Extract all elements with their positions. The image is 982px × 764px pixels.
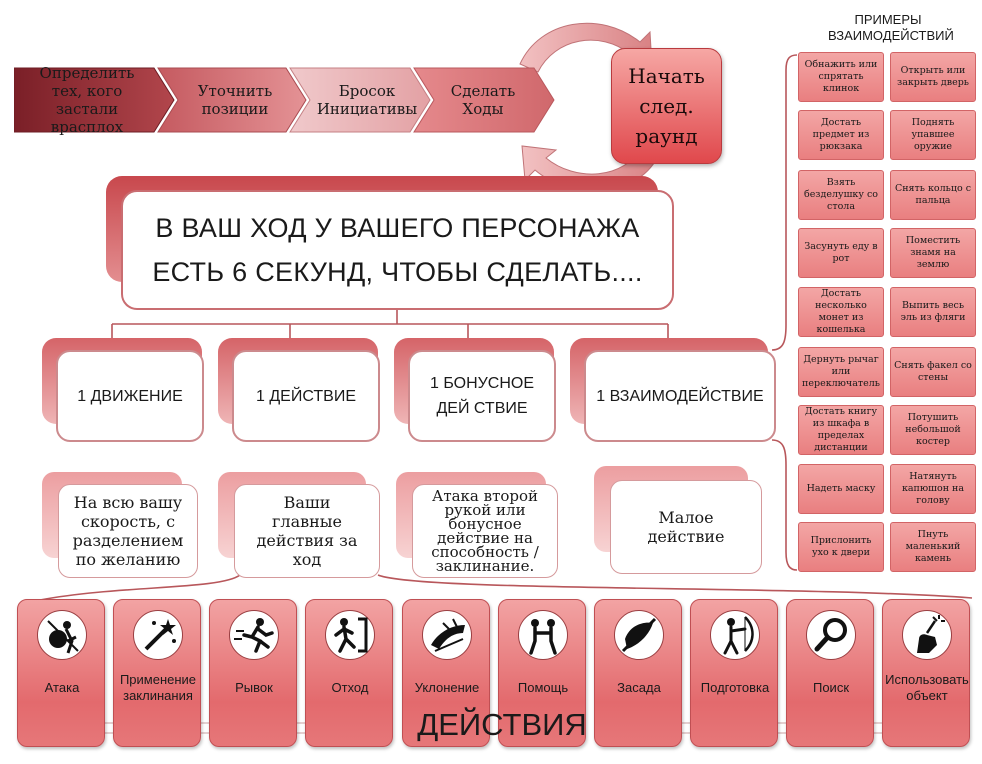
- example-item: Поднять упавшее оружие: [890, 110, 976, 160]
- actions-title: ДЕЙСТВИЯ: [417, 707, 587, 742]
- description-movement: На всю вашу скорость, с разделением по ж…: [58, 484, 198, 578]
- example-item: Выпить весь эль из фляги: [890, 287, 976, 337]
- round-step-initiative: Бросок Инициативы: [307, 68, 427, 132]
- action-card: Поиск: [786, 599, 874, 747]
- attack-icon: [37, 610, 87, 660]
- category-title: 1 ДЕЙСТВИЕ: [256, 387, 356, 405]
- category-title: 1 БОНУСНОЕ ДЕЙ СТВИЕ: [429, 375, 535, 417]
- example-item: Надеть маску: [798, 464, 884, 514]
- action-card: Использовать объект: [882, 599, 970, 747]
- action-card: Подготовка: [690, 599, 778, 747]
- ready-icon: [710, 610, 760, 660]
- round-steps-chevrons: [14, 67, 555, 133]
- action-card: Рывок: [209, 599, 297, 747]
- turn-box: В ВАШ ХОД У ВАШЕГО ПЕРСОНАЖА ЕСТЬ 6 СЕКУ…: [121, 190, 674, 310]
- example-item: Достать книгу из шкафа в пределах дистан…: [798, 405, 884, 455]
- description-text: Ваши главные действия за ход: [256, 493, 358, 569]
- round-step-label: Сделать Ходы: [450, 82, 516, 118]
- round-step-take-turns: Сделать Ходы: [428, 68, 538, 132]
- example-item: Снять факел со стены: [890, 347, 976, 397]
- description-interaction: Малое действие: [610, 480, 762, 574]
- action-label: Использовать объект: [885, 672, 969, 703]
- action-card: Атака: [17, 599, 105, 747]
- category-movement: 1 ДВИЖЕНИЕ: [56, 350, 204, 442]
- example-item: Пнуть маленький камень: [890, 522, 976, 572]
- example-item: Поместить знамя на землю: [890, 228, 976, 278]
- cast-spell-icon: [133, 610, 183, 660]
- example-item: Потушить небольшой костер: [890, 405, 976, 455]
- hide-icon: [614, 610, 664, 660]
- category-bonus-action: 1 БОНУСНОЕ ДЕЙ СТВИЕ: [408, 350, 556, 442]
- example-item: Взять безделушку со стола: [798, 170, 884, 220]
- dodge-icon: [422, 610, 472, 660]
- action-label: Применение заклинания: [119, 672, 197, 703]
- example-item: Обнажить или спрятать клинок: [798, 52, 884, 102]
- category-action: 1 ДЕЙСТВИЕ: [232, 350, 380, 442]
- description-text: Малое действие: [647, 508, 725, 546]
- example-item: Натянуть капюшон на голову: [890, 464, 976, 514]
- description-action: Ваши главные действия за ход: [234, 484, 380, 578]
- action-label: Поиск: [812, 680, 850, 695]
- example-item: Засунуть еду в рот: [798, 228, 884, 278]
- example-item: Открыть или закрыть дверь: [890, 52, 976, 102]
- category-title: 1 ДВИЖЕНИЕ: [77, 387, 183, 405]
- round-step-surprise: Определить тех, кого застали врасплох: [16, 64, 158, 136]
- example-item: Достать предмет из рюкзака: [798, 110, 884, 160]
- round-step-label: Бросок Инициативы: [316, 82, 418, 118]
- action-card: Помощь: [498, 599, 586, 747]
- example-item: Прислонить ухо к двери: [798, 522, 884, 572]
- use-object-icon: [902, 610, 952, 660]
- action-label: Помощь: [517, 680, 569, 695]
- category-title: 1 ВЗАИМОДЕЙСТВИЕ: [596, 387, 764, 405]
- action-label: Рывок: [235, 680, 273, 695]
- dash-icon: [229, 610, 279, 660]
- example-item: Достать несколько монет из кошелька: [798, 287, 884, 337]
- action-card: Применение заклинания: [113, 599, 201, 747]
- action-card: Уклонение: [402, 599, 490, 747]
- next-round-label: Начать след. раунд: [628, 64, 705, 148]
- search-icon: [806, 610, 856, 660]
- round-step-label: Уточнить позиции: [197, 82, 273, 118]
- round-step-positions: Уточнить позиции: [175, 68, 295, 132]
- description-bonus-action: Атака второй рукой или бонусное действие…: [412, 484, 558, 578]
- turn-text: В ВАШ ХОД У ВАШЕГО ПЕРСОНАЖА ЕСТЬ 6 СЕКУ…: [152, 213, 643, 287]
- round-step-label: Определить тех, кого застали врасплох: [39, 64, 135, 136]
- action-label: Уклонение: [414, 680, 480, 695]
- category-interaction: 1 ВЗАИМОДЕЙСТВИЕ: [584, 350, 776, 442]
- description-text: Атака второй рукой или бонусное действие…: [431, 487, 539, 575]
- examples-title: ПРИМЕРЫ ВЗАИМОДЕЙСТВИЙ: [792, 12, 982, 44]
- action-label: Отход: [331, 680, 369, 695]
- disengage-icon: [325, 610, 375, 660]
- next-round-box: Начать след. раунд: [611, 48, 722, 164]
- action-label: Подготовка: [700, 680, 770, 695]
- example-item: Снять кольцо с пальца: [890, 170, 976, 220]
- examples-title-text: ПРИМЕРЫ ВЗАИМОДЕЙСТВИЙ: [828, 12, 954, 43]
- description-text: На всю вашу скорость, с разделением по ж…: [72, 493, 184, 569]
- help-icon: [518, 610, 568, 660]
- action-card: Отход: [305, 599, 393, 747]
- action-label: Атака: [44, 680, 80, 695]
- action-card: Засада: [594, 599, 682, 747]
- action-label: Засада: [617, 680, 661, 695]
- example-item: Дернуть рычаг или переключатель: [798, 347, 884, 397]
